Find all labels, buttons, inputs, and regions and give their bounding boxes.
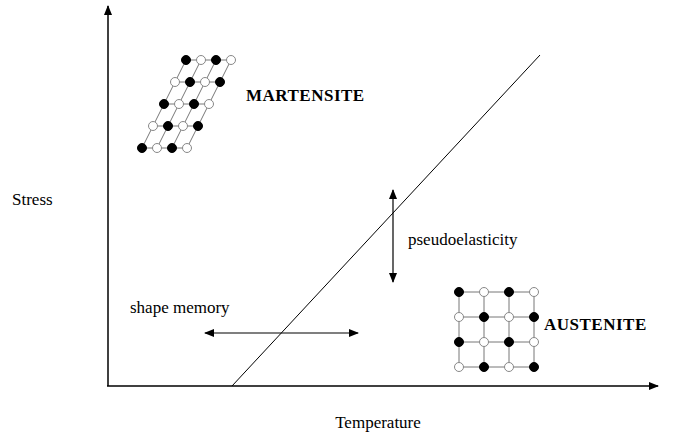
atom bbox=[160, 100, 169, 109]
double-arrow bbox=[392, 190, 393, 282]
atom bbox=[480, 313, 489, 322]
atom bbox=[480, 338, 489, 347]
atom bbox=[138, 144, 147, 153]
atom bbox=[455, 338, 464, 347]
phase-label: AUSTENITE bbox=[544, 315, 647, 335]
atom bbox=[505, 363, 514, 372]
atom bbox=[168, 144, 177, 153]
phase-label: MARTENSITE bbox=[246, 86, 365, 106]
atom bbox=[505, 338, 514, 347]
atom bbox=[190, 100, 199, 109]
atom bbox=[197, 56, 206, 65]
axis-label: Stress bbox=[12, 190, 53, 210]
atom bbox=[480, 288, 489, 297]
axis-label: Temperature bbox=[335, 413, 421, 433]
atom bbox=[194, 122, 203, 131]
atom bbox=[153, 144, 162, 153]
atom bbox=[505, 313, 514, 322]
atom bbox=[455, 288, 464, 297]
atom bbox=[530, 313, 539, 322]
process-label: pseudoelasticity bbox=[408, 230, 518, 250]
double-arrow bbox=[205, 332, 358, 333]
atom bbox=[179, 122, 188, 131]
atom bbox=[212, 56, 221, 65]
atom bbox=[186, 78, 195, 87]
temperature-axis bbox=[107, 385, 658, 387]
atom bbox=[149, 122, 158, 131]
atom bbox=[175, 100, 184, 109]
martensite-lattice bbox=[138, 56, 236, 153]
atom bbox=[216, 78, 225, 87]
atom bbox=[171, 78, 180, 87]
atom bbox=[455, 363, 464, 372]
atom bbox=[530, 338, 539, 347]
atom bbox=[183, 144, 192, 153]
atom bbox=[201, 78, 210, 87]
process-label: shape memory bbox=[130, 298, 230, 318]
atom bbox=[530, 363, 539, 372]
atom bbox=[227, 56, 236, 65]
stress-axis bbox=[107, 6, 109, 386]
austenite-lattice bbox=[455, 288, 539, 372]
atom bbox=[164, 122, 173, 131]
atom bbox=[205, 100, 214, 109]
atom bbox=[455, 313, 464, 322]
atom bbox=[182, 56, 191, 65]
atom bbox=[530, 288, 539, 297]
atom bbox=[480, 363, 489, 372]
phase-boundary bbox=[232, 55, 540, 386]
atom bbox=[505, 288, 514, 297]
